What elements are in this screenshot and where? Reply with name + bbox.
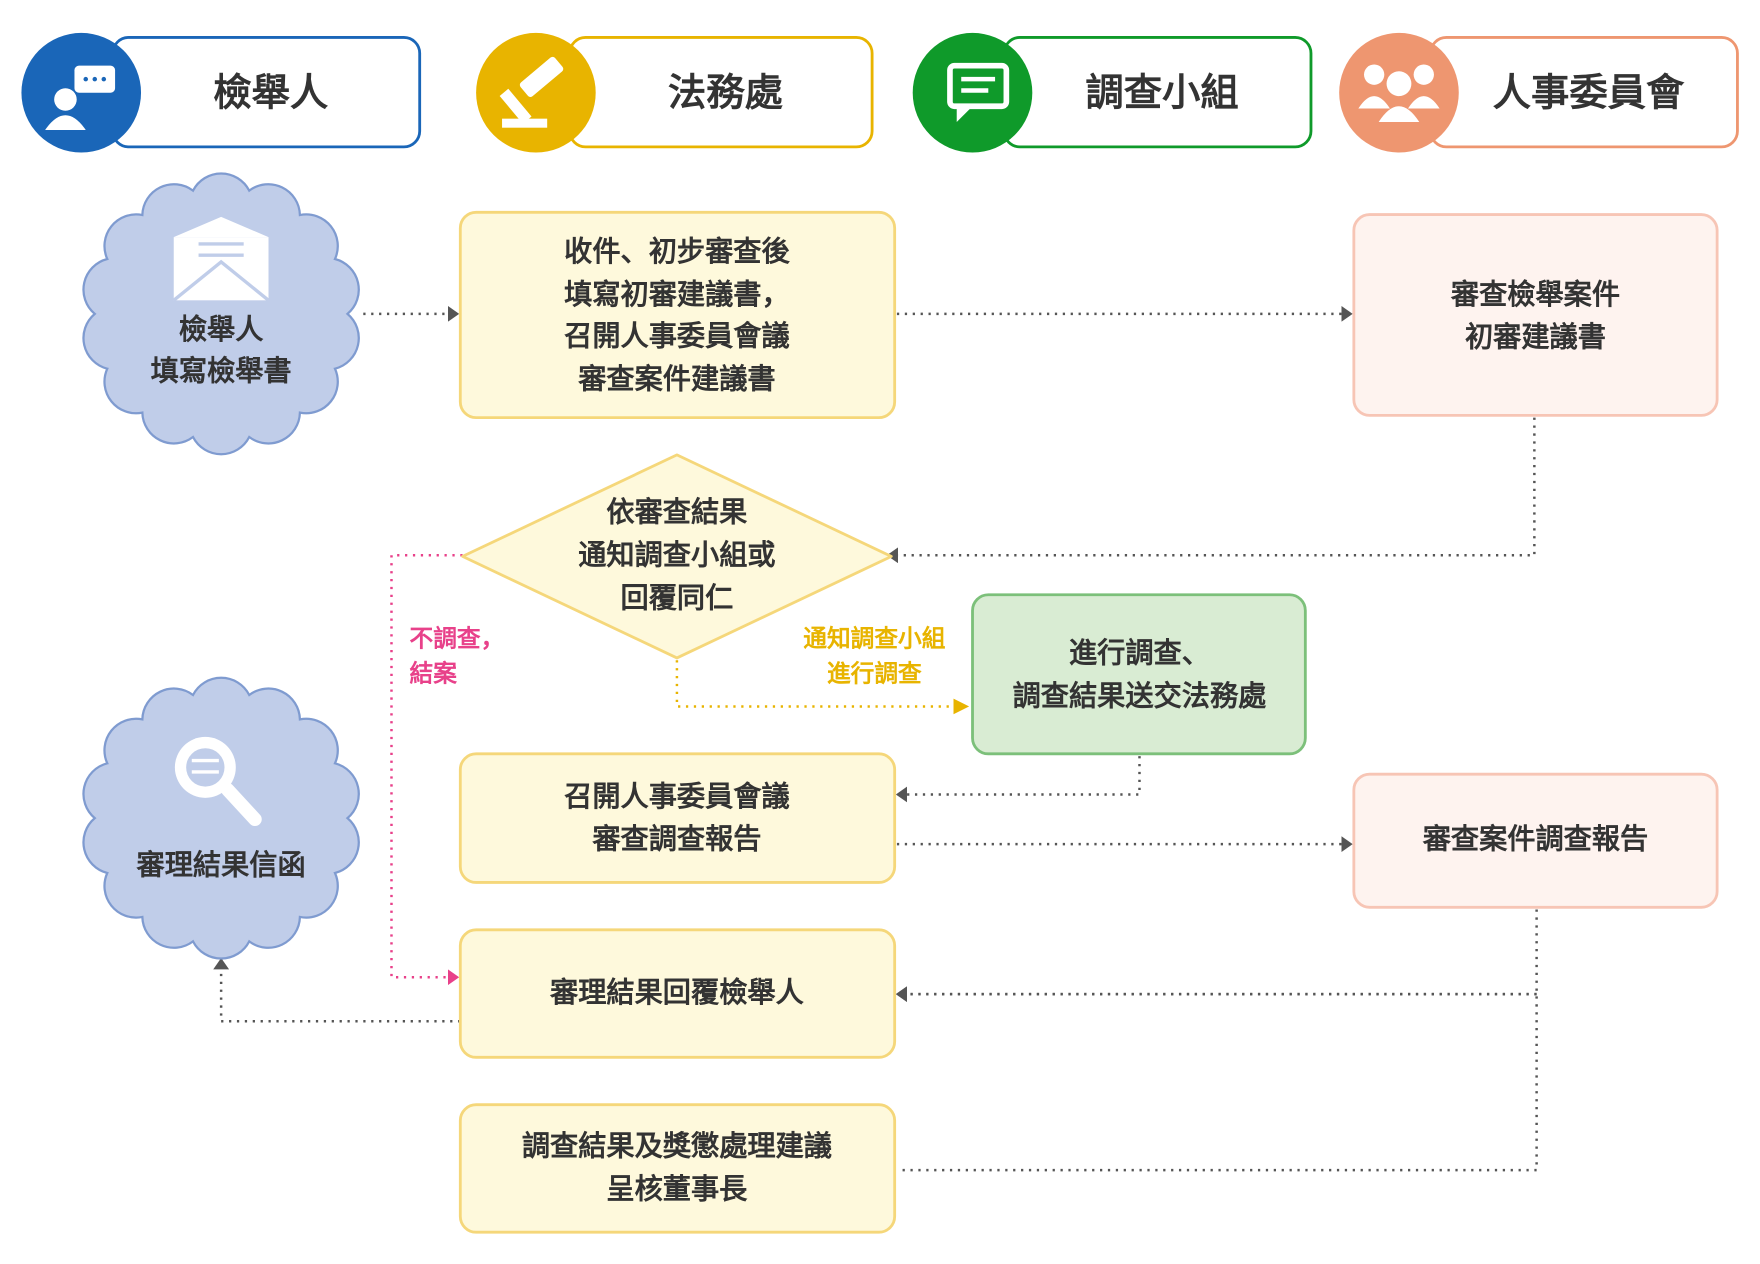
arrow-committee-to-final (897, 909, 1538, 1172)
edge-label-no-investigation: 結案 (410, 659, 458, 687)
node-report: 檢舉人 填寫檢舉書 (82, 172, 360, 456)
node-text: 呈核董事長 (606, 1172, 748, 1205)
envelope-icon (172, 216, 270, 302)
node-reply: 審理結果回覆檢舉人 (458, 928, 897, 1059)
node-text: 檢舉人 (179, 313, 264, 346)
edge-label-no-investigation: 不調查， (410, 624, 505, 652)
node-committee-report: 審查案件調查報告 (1352, 772, 1719, 909)
node-text: 審查案件建議書 (577, 362, 775, 395)
arrow-investigation-to-meeting (895, 756, 1141, 803)
node-text: 召開人事委員會議 (564, 320, 790, 353)
node-text: 審理結果回覆檢舉人 (549, 976, 805, 1009)
node-meeting: 召開人事委員會議 審查調查報告 (458, 752, 897, 884)
node-text: 調查結果送交法務處 (1013, 679, 1268, 712)
node-text: 回覆同仁 (621, 581, 734, 614)
node-text: 審查案件調查報告 (1422, 823, 1649, 856)
arrow-reply-to-letter (213, 958, 461, 1023)
node-text: 填寫初審建議書， (564, 278, 790, 311)
node-text: 初審建議書 (1465, 321, 1606, 354)
node-final: 調查結果及獎懲處理建議 呈核董事長 (458, 1103, 897, 1234)
node-text: 審查檢舉案件 (1450, 278, 1620, 311)
node-letter: 審理結果信函 (82, 676, 360, 960)
lane-header-committee: 人事委員會 (1339, 32, 1739, 153)
arrow-no-investigation (390, 554, 463, 986)
node-text: 進行調查、 (1069, 637, 1210, 670)
magnifier-icon (174, 736, 262, 827)
node-text: 通知調查小組或 (578, 538, 775, 571)
node-text: 填寫檢舉書 (151, 355, 292, 388)
node-decision: 依審查結果 通知調查小組或 回覆同仁 (461, 453, 893, 660)
node-text: 收件、初步審查後 (564, 235, 790, 268)
node-intake: 收件、初步審查後 填寫初審建議書， 召開人事委員會議 審查案件建議書 (458, 210, 897, 420)
node-text: 調查結果及獎懲處理建議 (522, 1130, 832, 1163)
lane-label: 檢舉人 (213, 70, 329, 115)
lane-header-reporter: 檢舉人 (21, 32, 422, 153)
lane-label: 法務處 (668, 70, 784, 115)
node-text: 審查調查報告 (591, 823, 761, 856)
node-text: 依審查結果 (606, 496, 748, 529)
lane-header-investigation: 調查小組 (912, 32, 1313, 153)
lane-header-legal: 法務處 (476, 32, 874, 153)
node-text: 召開人事委員會議 (564, 780, 790, 813)
edge-label-notify-team: 進行調查 (827, 659, 922, 687)
arrow-notify-team (675, 660, 970, 715)
node-text: 審理結果信函 (136, 849, 306, 882)
lane-label: 調查小組 (1085, 70, 1238, 115)
node-investigate: 進行調查、 調查結果送交法務處 (971, 593, 1307, 756)
edge-label-notify-team: 通知調查小組 (803, 624, 945, 652)
lane-label: 人事委員會 (1493, 70, 1685, 115)
arrow-committee-to-decision (886, 417, 1536, 564)
node-committee-review: 審查檢舉案件 初審建議書 (1352, 213, 1719, 417)
